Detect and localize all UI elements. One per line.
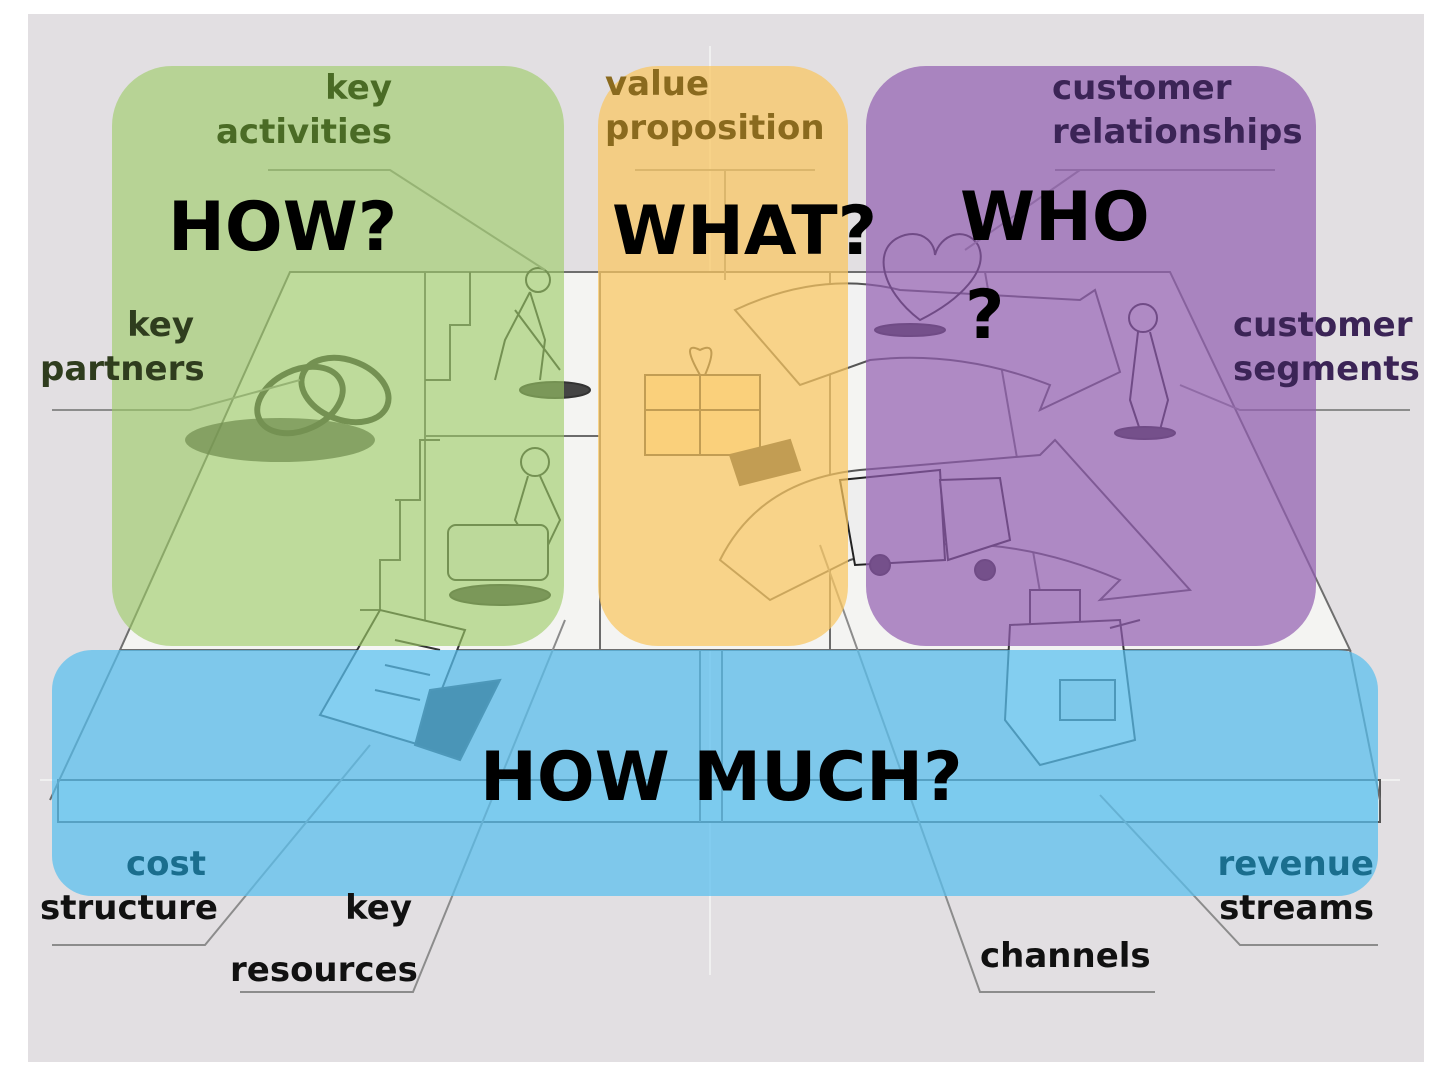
label-line: revenue [1217, 844, 1374, 884]
label-channels: channels [980, 936, 1151, 976]
who-heading-question-mark: ? [965, 276, 1005, 355]
label-line: streams [1219, 888, 1374, 928]
label-line: customer [1233, 305, 1413, 345]
label-line: proposition [605, 108, 825, 148]
what-zone [598, 66, 848, 646]
label-line: key [345, 888, 412, 928]
how-much-zone [52, 650, 1378, 896]
label-line: key [325, 68, 392, 108]
label-revenue-streams: revenue streams [1200, 842, 1374, 930]
label-key-activities: key activities [200, 66, 392, 154]
label-cost-structure: cost structure [40, 842, 218, 930]
label-line: activities [215, 112, 392, 152]
label-line: relationships [1052, 112, 1303, 152]
how-heading: HOW? [168, 188, 398, 267]
label-line: key [127, 305, 194, 345]
label-line: structure [40, 888, 218, 928]
who-heading: WHO [960, 178, 1150, 257]
label-value-proposition: value proposition [605, 62, 825, 150]
how-zone [112, 66, 564, 646]
label-customer-segments: customer segments [1233, 303, 1420, 391]
label-line: customer [1052, 68, 1232, 108]
label-key-resources: key resources [230, 886, 418, 992]
who-zone [866, 66, 1316, 646]
label-line: resources [230, 950, 418, 990]
how-much-heading: HOW MUCH? [480, 738, 963, 817]
label-line: cost [125, 844, 206, 884]
label-line: value [605, 64, 710, 104]
label-customer-relationships: customer relationships [1052, 66, 1303, 154]
label-line: segments [1233, 349, 1420, 389]
label-line: partners [40, 349, 205, 389]
what-heading: WHAT? [612, 192, 878, 271]
label-key-partners: key partners [40, 303, 205, 391]
